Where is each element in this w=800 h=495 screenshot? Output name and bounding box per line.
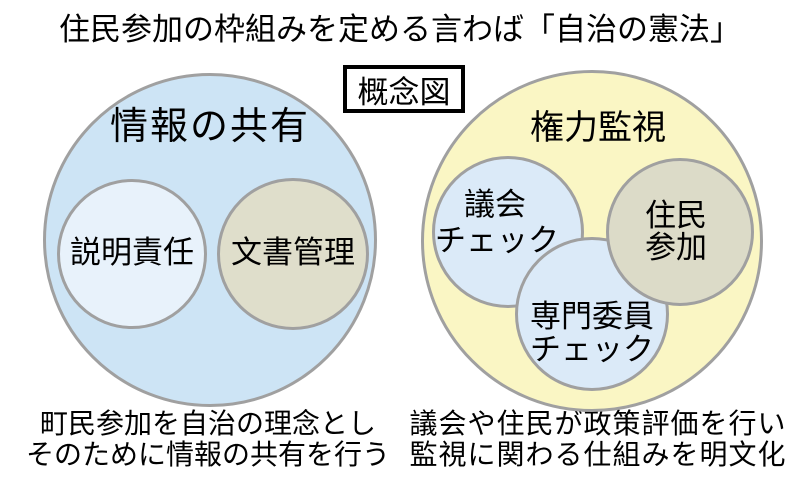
resident-participation-label: 住民 参加 <box>609 200 743 264</box>
power-watch-caption-line1: 議会や住民が政策評価を行い <box>409 408 787 439</box>
accountability-label: 説明責任 <box>70 234 194 270</box>
doc-management-label: 文書管理 <box>231 234 355 270</box>
assembly-check-label: 議会 チェック <box>435 187 559 259</box>
resident-participation-circle: 住民 参加 <box>606 158 754 306</box>
doc-management-circle: 文書管理 <box>217 178 369 330</box>
diagram-type-label: 概念図 <box>357 74 451 110</box>
resident-participation-label-line1: 住民 <box>645 198 707 233</box>
diagram-type-badge: 概念図 <box>343 65 465 113</box>
expert-check-label-line2: チェック <box>530 332 654 367</box>
power-watch-caption-line2: 監視に関わる仕組みを明文化 <box>409 439 787 470</box>
assembly-check-label-line2: チェック <box>435 223 559 258</box>
accountability-circle: 説明責任 <box>57 179 207 329</box>
info-sharing-label: 情報の共有 <box>109 106 310 148</box>
resident-participation-label-line2: 参加 <box>645 230 707 265</box>
power-watch-caption: 議会や住民が政策評価を行い 監視に関わる仕組みを明文化 <box>396 408 800 470</box>
info-sharing-caption-line1: 町民参加を自治の理念とし <box>39 408 376 439</box>
expert-check-label-line1: 専門委員 <box>530 299 654 334</box>
page-title: 住民参加の枠組みを定める言わば「自治の憲法」 <box>59 12 741 47</box>
power-watch-label: 権力監視 <box>530 109 666 147</box>
assembly-check-label-line1: 議会 <box>464 187 526 222</box>
expert-check-label: 専門委員 チェック <box>518 300 666 366</box>
info-sharing-caption: 町民参加を自治の理念とし そのために情報の共有を行う <box>0 408 416 470</box>
info-sharing-caption-line2: そのために情報の共有を行う <box>25 439 390 470</box>
